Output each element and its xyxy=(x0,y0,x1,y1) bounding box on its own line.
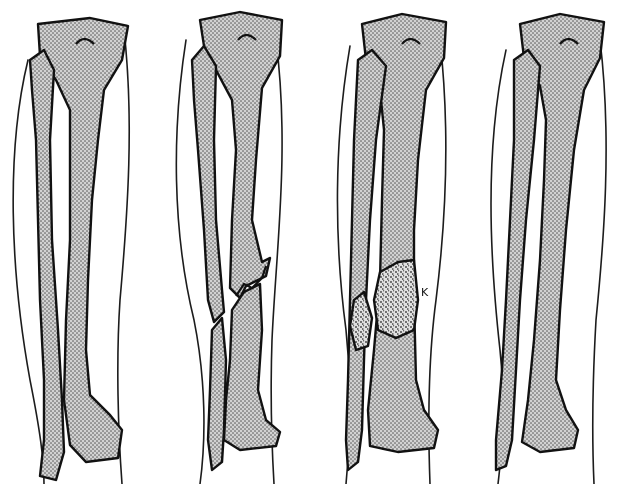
fibula xyxy=(30,50,64,480)
callus xyxy=(374,260,418,338)
leg-outline-right xyxy=(271,40,282,484)
leg-outline-right xyxy=(429,40,446,484)
callus-fibula xyxy=(350,292,372,350)
leg-outline-right xyxy=(593,40,606,484)
panel-normal-leg xyxy=(13,18,129,484)
panel-remodelled-leg xyxy=(491,14,606,484)
panel-callus-healed-leg: K xyxy=(337,14,446,484)
callus-marker-label: K xyxy=(421,286,429,299)
leg-outline-right xyxy=(118,30,129,484)
panel-fractured-leg xyxy=(176,12,282,484)
fibula-lower-fragment xyxy=(208,318,226,470)
fibula-upper-fragment xyxy=(192,46,224,322)
